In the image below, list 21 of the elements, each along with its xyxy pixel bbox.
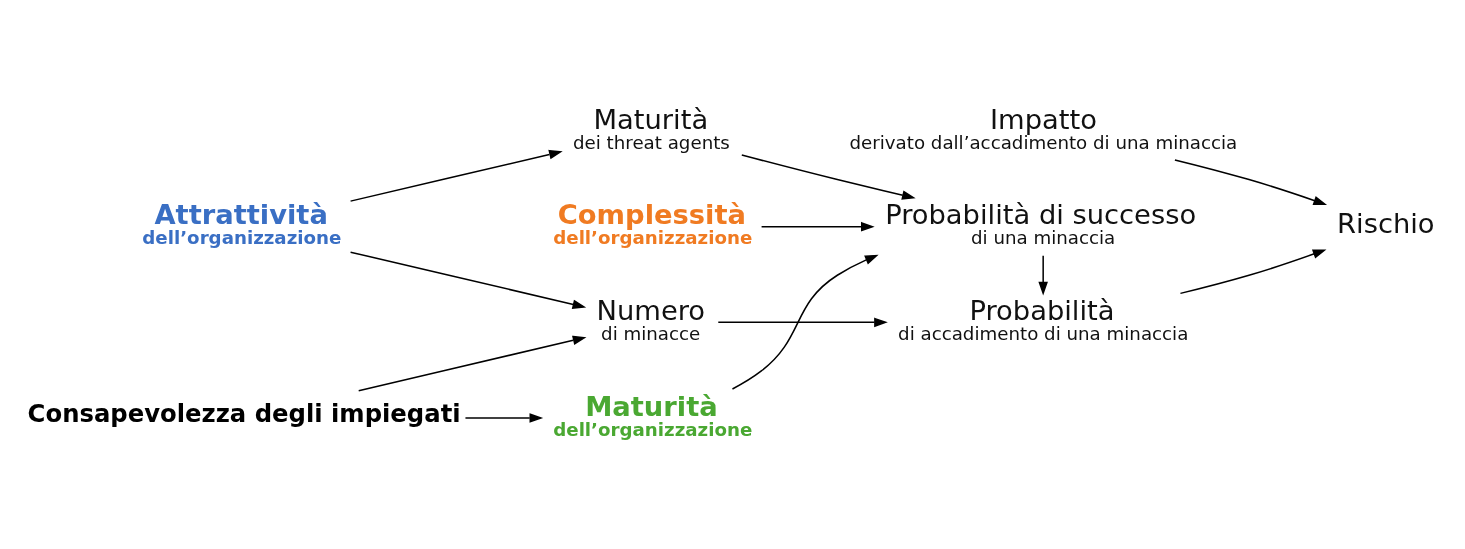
node-text: Complessità dell’organizzazione [553, 199, 753, 249]
arrow [741, 154, 916, 200]
node-text: Consapevolezza degli impiegati [27, 399, 461, 429]
arrow [731, 254, 879, 390]
arrow [464, 413, 544, 423]
arrow [357, 335, 587, 392]
arrow [349, 149, 563, 202]
node-text: Attrattività dell’organizzazione [142, 199, 342, 249]
node-text: Maturità dei threat agents [572, 103, 730, 153]
node-text: Impatto derivato dall’accadimento di una minaccia [849, 103, 1238, 153]
arrow [1174, 159, 1328, 206]
node-text: Numero di minacce [596, 294, 706, 344]
arrow [760, 221, 875, 232]
node-text: Probabilità di successo di una minaccia [885, 199, 1197, 249]
arrow [349, 251, 587, 309]
node-text: Probabilità di accadimento di una minaccia [898, 294, 1189, 344]
arrow [1038, 255, 1048, 296]
arrow [1179, 249, 1327, 295]
node-text: Maturità dell’organizzazione [553, 390, 753, 440]
node-text: Rischio [1337, 208, 1435, 240]
arrow [717, 317, 888, 328]
